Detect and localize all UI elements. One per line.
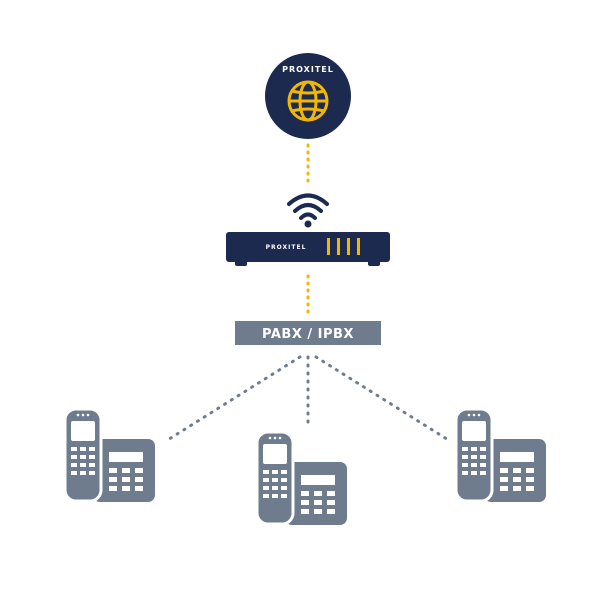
pabx-label: PABX / IPBX bbox=[262, 327, 354, 342]
globe-icon bbox=[287, 80, 329, 122]
router-status-lights bbox=[327, 238, 360, 255]
router-brand-label: PROXITEL bbox=[266, 244, 307, 251]
internet-node: PROXITEL bbox=[265, 53, 351, 139]
connection-lines bbox=[164, 143, 452, 443]
pabx-to-phone-left-line bbox=[164, 355, 302, 443]
pabx-box: PABX / IPBX bbox=[235, 321, 381, 345]
internet-brand-label: PROXITEL bbox=[282, 65, 334, 74]
router: PROXITEL bbox=[226, 232, 390, 266]
desk-phone-icon-left bbox=[63, 407, 157, 504]
router-foot-right bbox=[368, 260, 380, 266]
wifi-icon bbox=[287, 193, 329, 228]
router-foot-left bbox=[235, 260, 247, 266]
desk-phone-icon-center bbox=[255, 430, 349, 527]
desk-phone-icon-right bbox=[454, 407, 548, 504]
pabx-to-phone-right-line bbox=[314, 355, 452, 443]
